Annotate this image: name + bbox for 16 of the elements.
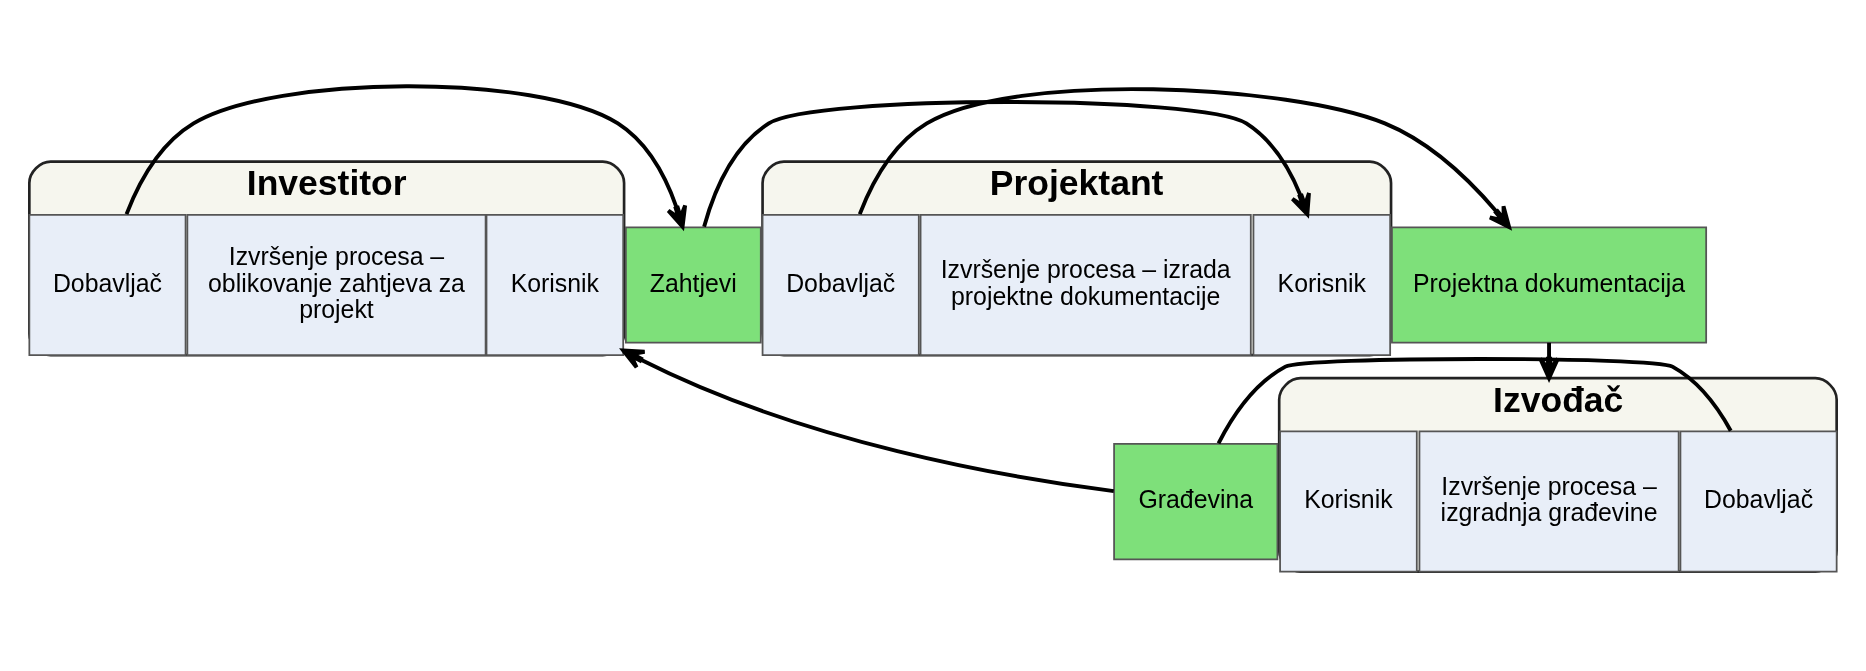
arrow (702, 99, 1311, 227)
node-box: Dobavljač (761, 213, 920, 356)
arrow (124, 83, 688, 229)
node-box: Korisnik (1252, 213, 1392, 356)
node-box: Zahtjevi (624, 225, 762, 344)
arrow (857, 86, 1512, 229)
node-box: Korisnik (1279, 430, 1418, 573)
node-box: Izvršenje procesa – izrada projektne dokumentacije (919, 213, 1252, 356)
node-box: Izvršenje procesa – oblikovanje zahtjeva za projekt (186, 213, 487, 356)
node-box: Projektna dokumentacija (1391, 225, 1708, 344)
node-box: Dobavljač (1679, 430, 1838, 573)
node-box: Građevina (1113, 442, 1279, 560)
node-box: Izvršenje procesa – izgradnja građevine (1418, 430, 1680, 573)
node-box: Dobavljač (28, 213, 187, 356)
node-box: Korisnik (485, 213, 625, 356)
arrow (621, 348, 1114, 493)
